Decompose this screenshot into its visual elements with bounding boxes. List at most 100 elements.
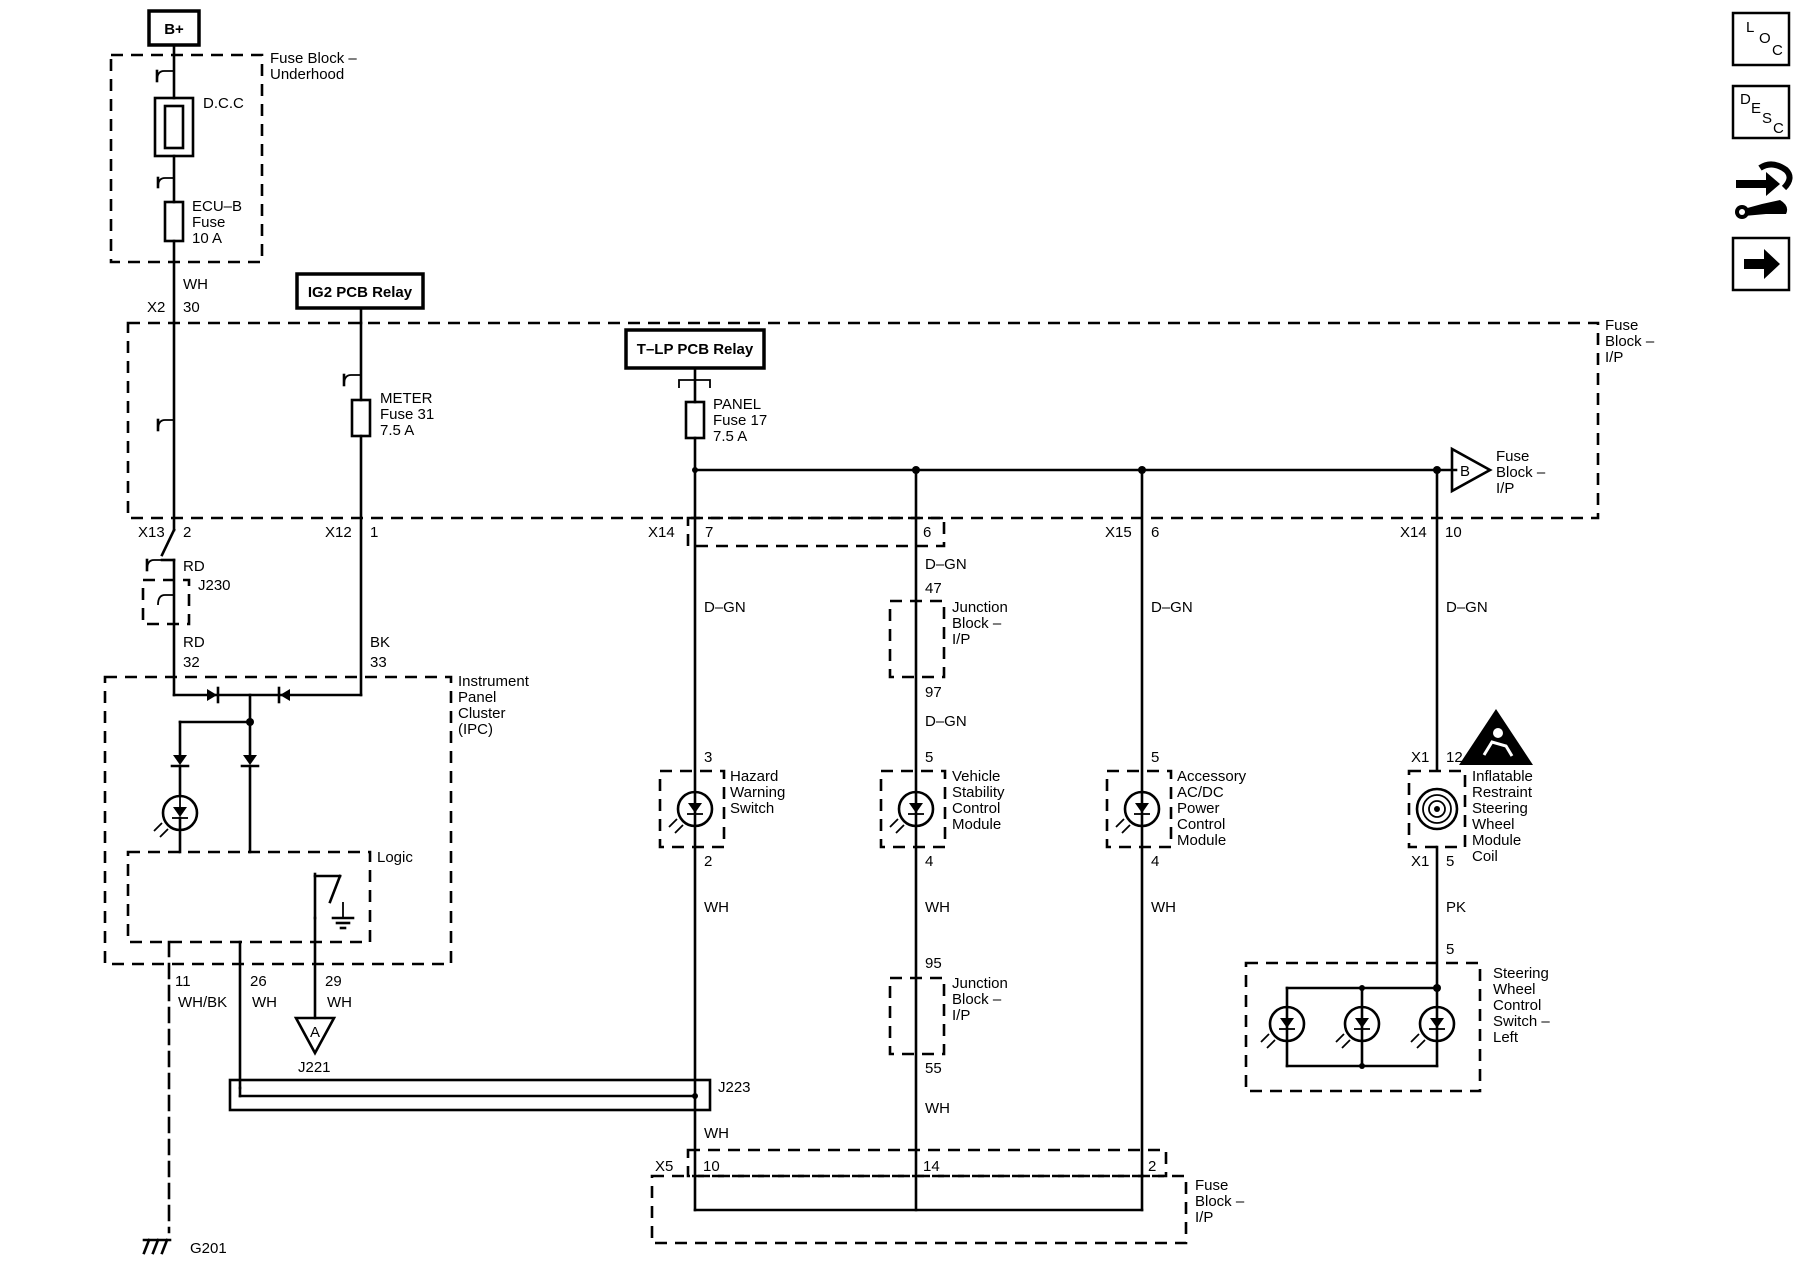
svg-text:97: 97: [925, 684, 942, 701]
svg-text:Logic: Logic: [377, 849, 413, 866]
vsc-lamp-icon: [897, 790, 935, 828]
svg-text:Fuse: Fuse: [192, 214, 225, 231]
svg-text:X14: X14: [648, 524, 675, 541]
svg-text:ECU–B: ECU–B: [192, 198, 242, 215]
svg-text:I/P: I/P: [1605, 349, 1623, 366]
svg-text:AC/DC: AC/DC: [1177, 784, 1224, 801]
b-plus-label: B+: [164, 21, 184, 38]
ground-g201: G201: [190, 1240, 227, 1257]
svg-text:Coil: Coil: [1472, 848, 1498, 865]
wrench-arrow-icon[interactable]: [1735, 161, 1793, 219]
svg-text:Block –: Block –: [1496, 464, 1546, 481]
svg-text:5: 5: [1446, 941, 1454, 958]
ig2-pcb-relay-box: [295, 272, 425, 310]
svg-text:Power: Power: [1177, 800, 1220, 817]
svg-text:Control: Control: [952, 800, 1000, 817]
svg-text:Switch –: Switch –: [1493, 1013, 1550, 1030]
logic-block: [126, 850, 372, 944]
offpage-connector-b: [1450, 446, 1493, 494]
vehicle-stability-control-module: [879, 769, 947, 849]
svg-text:T–LP PCB Relay: T–LP PCB Relay: [637, 341, 754, 358]
desc-button[interactable]: D E S C: [1731, 84, 1791, 140]
swc-lamp-2-icon: [1343, 1005, 1381, 1043]
svg-text:Module: Module: [1177, 832, 1226, 849]
svg-text:26: 26: [250, 973, 267, 990]
svg-text:Control: Control: [1177, 816, 1225, 833]
svg-text:Left: Left: [1493, 1029, 1519, 1046]
svg-text:Instrument: Instrument: [458, 673, 530, 690]
svg-text:O: O: [1759, 30, 1771, 47]
svg-text:WH/BK: WH/BK: [178, 994, 227, 1011]
svg-text:METER: METER: [380, 390, 433, 407]
svg-text:2: 2: [704, 853, 712, 870]
svg-text:Wheel: Wheel: [1472, 816, 1515, 833]
accessory-power-control-module: [1105, 769, 1173, 849]
svg-text:Accessory: Accessory: [1177, 768, 1247, 785]
svg-text:RD: RD: [183, 558, 205, 575]
svg-text:Fuse 31: Fuse 31: [380, 406, 434, 423]
svg-text:I/P: I/P: [1195, 1209, 1213, 1226]
svg-text:Wheel: Wheel: [1493, 981, 1536, 998]
svg-text:55: 55: [925, 1060, 942, 1077]
svg-text:Fuse: Fuse: [1496, 448, 1529, 465]
svg-text:Cluster: Cluster: [458, 705, 506, 722]
svg-text:Vehicle: Vehicle: [952, 768, 1000, 785]
svg-text:WH: WH: [704, 899, 729, 916]
svg-text:J221: J221: [298, 1059, 331, 1076]
svg-text:I/P: I/P: [952, 631, 970, 648]
fuse-block-underhood-label: Fuse Block –: [270, 50, 357, 67]
svg-text:S: S: [1762, 110, 1772, 127]
hazard-warning-switch: [658, 769, 726, 849]
svg-text:29: 29: [325, 973, 342, 990]
svg-text:Block –: Block –: [1605, 333, 1655, 350]
svg-text:30: 30: [183, 299, 200, 316]
svg-text:D–GN: D–GN: [704, 599, 746, 616]
svg-text:Block –: Block –: [952, 615, 1002, 632]
x14-connector: [686, 516, 946, 548]
svg-text:Module: Module: [952, 816, 1001, 833]
svg-text:Warning: Warning: [730, 784, 785, 801]
svg-text:I/P: I/P: [952, 1007, 970, 1024]
svg-text:D–GN: D–GN: [925, 556, 967, 573]
svg-text:WH: WH: [183, 276, 208, 293]
svg-text:Hazard: Hazard: [730, 768, 778, 785]
svg-text:C: C: [1773, 120, 1784, 137]
svg-text:X1: X1: [1411, 853, 1429, 870]
svg-text:Underhood: Underhood: [270, 66, 344, 83]
clockspring-coil-icon: [1415, 787, 1459, 831]
instrument-panel-cluster: [103, 675, 453, 966]
splice-j223: [228, 1078, 712, 1112]
right-arrow-icon: [1744, 249, 1780, 279]
svg-text:X5: X5: [655, 1158, 673, 1175]
svg-text:12: 12: [1446, 749, 1463, 766]
ecu-b-fuse: [163, 200, 185, 243]
svg-text:Junction: Junction: [952, 599, 1008, 616]
svg-text:5: 5: [1151, 749, 1159, 766]
svg-text:Fuse: Fuse: [1605, 317, 1638, 334]
svg-text:Junction: Junction: [952, 975, 1008, 992]
svg-text:D: D: [1740, 91, 1751, 108]
svg-text:L: L: [1746, 19, 1754, 36]
dcc-label: D.C.C: [203, 95, 244, 112]
svg-text:B: B: [1460, 463, 1470, 480]
svg-text:BK: BK: [370, 634, 390, 651]
loc-button[interactable]: L O C: [1731, 11, 1791, 67]
swc-lamp-3-icon: [1418, 1005, 1456, 1043]
splice-j230: [141, 578, 191, 626]
svg-text:D–GN: D–GN: [925, 713, 967, 730]
svg-text:Steering: Steering: [1472, 800, 1528, 817]
offpage-connector-a: [293, 1016, 337, 1056]
svg-text:47: 47: [925, 580, 942, 597]
svg-text:X14: X14: [1400, 524, 1427, 541]
svg-text:10: 10: [703, 1158, 720, 1175]
svg-text:3: 3: [704, 749, 712, 766]
svg-text:2: 2: [1148, 1158, 1156, 1175]
svg-text:11: 11: [175, 973, 191, 990]
svg-text:1: 1: [370, 524, 378, 541]
svg-text:PANEL: PANEL: [713, 396, 761, 413]
svg-text:10: 10: [1445, 524, 1462, 541]
svg-text:RD: RD: [183, 634, 205, 651]
next-page-button[interactable]: [1731, 236, 1791, 292]
svg-text:Block –: Block –: [952, 991, 1002, 1008]
